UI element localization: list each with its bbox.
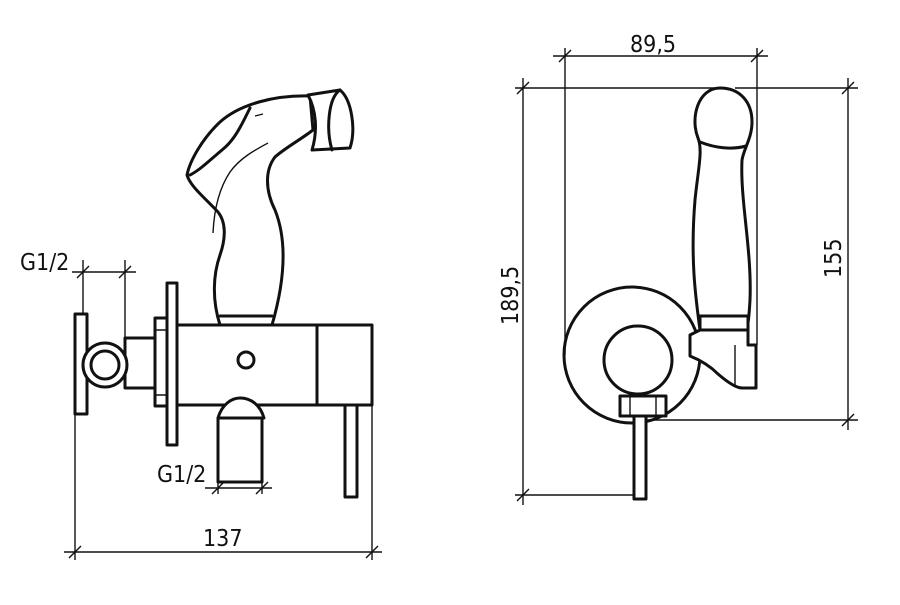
front-bottom-fitting: [618, 394, 668, 418]
wall-outlet-ring-inner: [89, 349, 121, 381]
front-valve-knob: [602, 324, 674, 396]
front-handle-collar: [698, 314, 750, 332]
label-front-handle-height: 155: [821, 239, 847, 279]
front-handle-cap-line: [698, 140, 748, 150]
front-bottom-fitting-detail: [629, 396, 657, 416]
valve-hole: [236, 350, 256, 370]
front-handle: [691, 86, 754, 332]
dim-total-width: 137: [64, 405, 382, 560]
side-view: G1/2 G1/2 137: [20, 88, 382, 560]
bottom-outlet-pipe: [216, 416, 264, 484]
connector-pipe: [123, 336, 157, 390]
flange-spacer-detail: [155, 329, 167, 396]
bottom-outlet-nut: [216, 396, 266, 420]
dim-front-width: 89,5: [553, 32, 768, 355]
dim-bottom-thread: G1/2: [157, 462, 272, 495]
valve-cap: [315, 323, 374, 407]
valve-body: [175, 323, 319, 407]
shower-head-highlight: [254, 113, 264, 117]
label-top-thread: G1/2: [20, 250, 69, 276]
label-total-width: 137: [203, 526, 243, 552]
label-front-total-height: 189,5: [498, 266, 524, 325]
shower-head-body: [185, 94, 315, 327]
front-holder: [688, 328, 758, 390]
dim-top-thread: G1/2: [20, 250, 136, 338]
flange-spacer: [153, 316, 169, 408]
dim-front-handle-height: 155: [645, 78, 858, 430]
shower-head-edge: [188, 106, 252, 177]
label-front-width: 89,5: [630, 32, 676, 58]
wall-outlet-ring: [81, 341, 129, 389]
valve-lever: [343, 403, 359, 499]
label-bottom-thread: G1/2: [157, 462, 206, 488]
front-view: 89,5 189,5 155: [498, 32, 858, 505]
shower-nozzle-ring: [327, 88, 342, 152]
dim-front-total-height: 189,5: [498, 78, 722, 505]
shower-nozzle: [306, 88, 355, 152]
shower-head-inner-contour: [212, 142, 269, 234]
